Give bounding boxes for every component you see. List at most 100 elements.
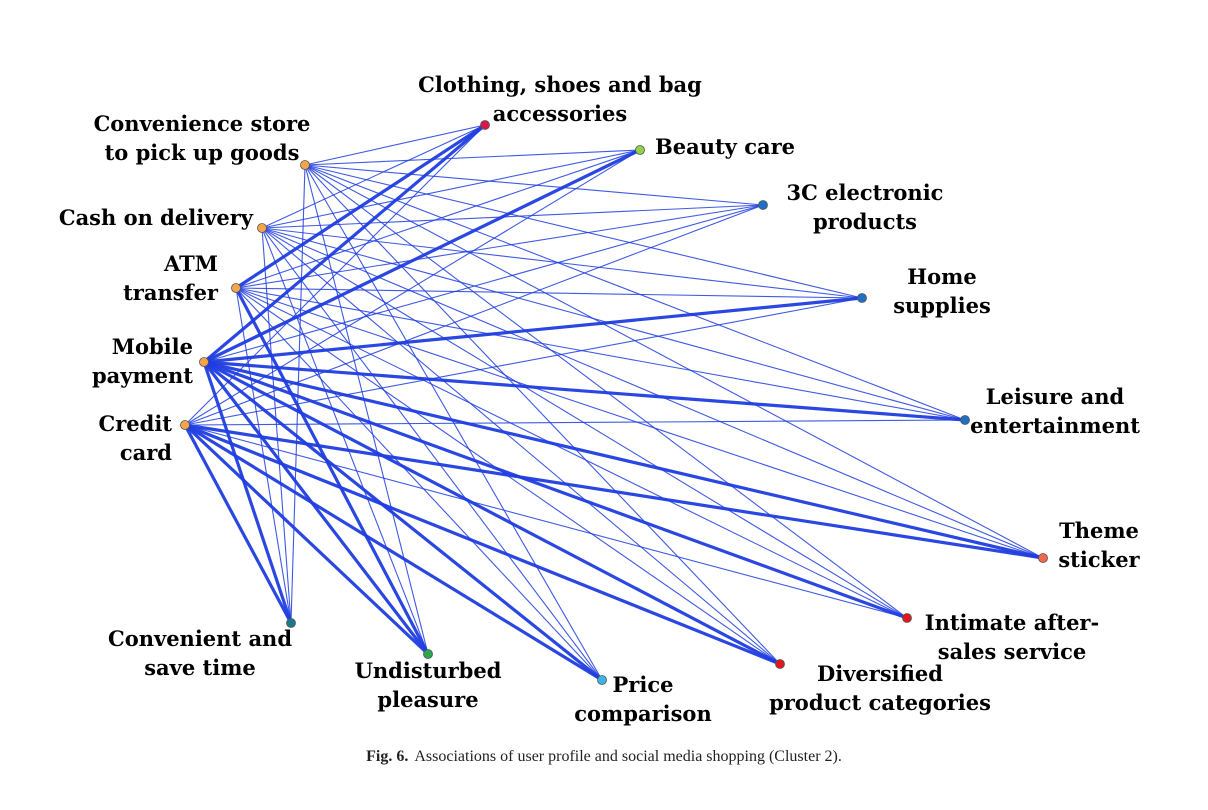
node-label-line: save time <box>144 655 256 680</box>
node-label-line: card <box>120 440 172 465</box>
figure-caption: Fig. 6. Associations of user profile and … <box>0 748 1208 766</box>
node-label-line: Beauty care <box>655 134 795 159</box>
edge-mobile-pleasure <box>202 361 430 655</box>
edge-atm-leisure <box>235 287 966 421</box>
node-label-save: Convenient and save time <box>108 626 292 680</box>
edge-atm-pleasure <box>234 287 430 655</box>
edge-mobile-save <box>202 361 293 624</box>
node-mobile <box>199 357 209 367</box>
edge-mobile-clothing <box>202 123 487 364</box>
edge-store-3c <box>304 164 764 206</box>
node-diversified <box>775 659 785 669</box>
node-label-line: transfer <box>123 280 219 305</box>
node-save <box>286 618 296 628</box>
node-label-line: sales service <box>938 639 1086 664</box>
node-label-line: Clothing, shoes and bag <box>418 72 702 97</box>
edge-credit-diversified <box>184 423 781 666</box>
node-label-line: Theme <box>1059 518 1139 543</box>
node-label-diversified: Diversified product categories <box>769 661 991 715</box>
node-label-theme: Theme sticker <box>1058 518 1140 572</box>
edge-atm-after <box>235 287 908 619</box>
edges-layer <box>183 123 1044 682</box>
edge-credit-pleasure <box>183 423 430 656</box>
edge-store-pleasure <box>304 164 429 655</box>
edge-atm-theme <box>235 287 1044 559</box>
edge-cod-save <box>261 227 292 624</box>
edge-credit-after <box>184 424 908 619</box>
edge-credit-save <box>183 424 293 624</box>
node-label-after: Intimate after-sales service <box>925 610 1099 664</box>
edge-cod-theme <box>261 227 1044 559</box>
edge-credit-beauty <box>184 149 641 426</box>
caption-label: Fig. 6. <box>366 748 409 765</box>
caption-text: Associations of user profile and social … <box>414 748 842 765</box>
node-label-line: Convenient and <box>108 626 292 651</box>
edge-store-price <box>304 164 603 681</box>
node-label-credit: Credit card <box>99 411 173 465</box>
node-label-line: product categories <box>769 690 991 715</box>
node-label-line: Diversified <box>817 661 943 686</box>
edge-atm-home <box>235 287 863 299</box>
node-label-price: Price comparison <box>574 672 711 726</box>
nodes-layer <box>180 120 1048 685</box>
edge-cod-leisure <box>261 227 966 421</box>
node-cod <box>257 223 267 233</box>
node-label-store: Convenience store to pick up goods <box>94 111 311 165</box>
node-label-line: pleasure <box>377 687 478 712</box>
edge-atm-price <box>235 287 603 681</box>
node-after <box>902 613 912 623</box>
node-label-line: Home <box>907 264 976 289</box>
node-label-line: payment <box>92 363 193 388</box>
edge-atm-diversified <box>235 287 781 665</box>
edge-atm-save <box>235 287 292 624</box>
edge-store-theme <box>304 164 1044 559</box>
edge-store-home <box>304 164 863 299</box>
edge-store-save <box>290 164 306 624</box>
node-leisure <box>960 415 970 425</box>
edge-cod-clothing <box>261 124 486 229</box>
node-label-line: comparison <box>574 701 711 726</box>
edge-cod-after <box>261 227 908 619</box>
node-label-line: Convenience store <box>94 111 311 136</box>
node-label-3c: 3C electronic products <box>787 180 944 234</box>
edge-credit-3c <box>184 204 764 426</box>
node-credit <box>180 420 190 430</box>
edge-cod-pleasure <box>261 227 429 655</box>
edge-atm-3c <box>235 204 764 289</box>
node-beauty <box>635 145 645 155</box>
edge-credit-theme <box>184 423 1044 560</box>
node-label-line: Mobile <box>112 334 193 359</box>
edge-credit-leisure <box>184 419 966 426</box>
node-clothing <box>480 120 490 130</box>
node-label-line: Intimate after- <box>925 610 1099 635</box>
edge-mobile-beauty <box>203 148 641 364</box>
node-label-line: Credit <box>99 411 173 436</box>
edge-store-diversified <box>304 164 781 665</box>
node-label-line: ATM <box>163 251 218 276</box>
node-label-line: sticker <box>1058 547 1140 572</box>
node-label-line: Leisure and <box>986 384 1125 409</box>
edge-cod-home <box>261 227 863 299</box>
node-pleasure <box>423 649 433 659</box>
node-label-line: 3C electronic <box>787 180 944 205</box>
node-store <box>300 160 310 170</box>
node-label-leisure: Leisure and entertainment <box>970 384 1140 438</box>
node-3c <box>758 200 768 210</box>
node-label-line: entertainment <box>970 413 1140 438</box>
node-label-line: Price <box>613 672 674 697</box>
node-label-cod: Cash on delivery <box>59 205 254 230</box>
edge-mobile-after <box>203 360 908 620</box>
edge-credit-clothing <box>184 124 486 426</box>
node-label-line: Cash on delivery <box>59 205 254 230</box>
node-label-line: to pick up goods <box>105 140 300 165</box>
edge-mobile-price <box>203 360 603 682</box>
edge-credit-price <box>184 423 603 682</box>
node-label-line: products <box>813 209 917 234</box>
edge-store-after <box>304 164 908 619</box>
edge-mobile-leisure <box>203 360 966 422</box>
edge-store-clothing <box>304 124 486 166</box>
